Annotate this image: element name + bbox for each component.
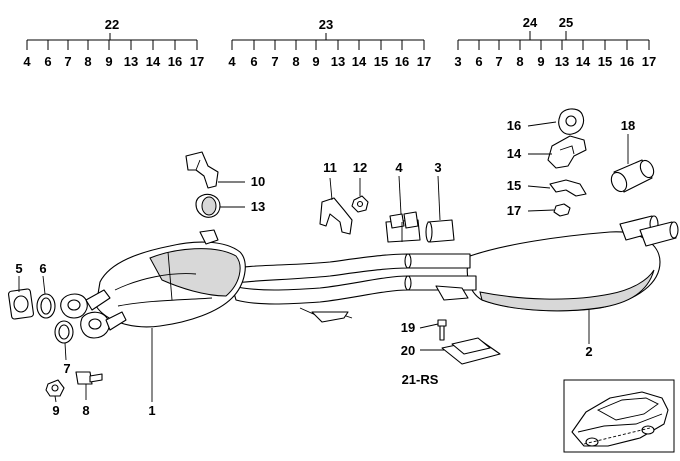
group-24-child-label: 16: [620, 54, 634, 69]
vehicle-location-inset: [563, 379, 675, 453]
group-22-child-label: 17: [190, 54, 204, 69]
group-23-parent-label: 23: [319, 17, 333, 32]
group-22-parent-label: 22: [105, 17, 119, 32]
callout-labels: 1 2 3 4 5 6 7 8 9 10 11 12 13 14 15 16 1…: [15, 118, 635, 418]
rubber-hanger-part-16: [558, 108, 585, 135]
bracket-part-15: [549, 179, 587, 197]
callout-9: 9: [52, 403, 59, 418]
group-25-parent-label: 25: [559, 15, 573, 30]
heat-shield-part-20: [441, 337, 501, 365]
sealing-ring-part-6: [36, 293, 56, 319]
gasket-flange-part-5: [7, 288, 35, 320]
group-23-child-label: 13: [331, 54, 345, 69]
nut-part-12: [351, 195, 369, 213]
group-23-child-label: 7: [271, 54, 278, 69]
group-24-child-label: 15: [598, 54, 612, 69]
rear-silencer: [404, 215, 679, 312]
callout-15: 15: [507, 178, 521, 193]
group-22-child-label: 9: [105, 54, 112, 69]
callout-7: 7: [63, 361, 70, 376]
group-24-child-label: 7: [495, 54, 502, 69]
callout-2: 2: [585, 344, 592, 359]
nut-part-9: [45, 379, 65, 397]
bracket-part-10: [185, 151, 219, 189]
bracket-part-11: [319, 197, 353, 235]
group-23-child-label: 4: [228, 54, 236, 69]
leader-lines: [18, 121, 629, 403]
group-23-child-label: 8: [292, 54, 299, 69]
group-22-bracket: 22 4 6 7 8 9 13 14 16 17: [23, 17, 204, 69]
tailpipe-trim-part-18: [610, 159, 655, 193]
group-24-child-label: 13: [555, 54, 569, 69]
group-24-25-bracket: 24 25 3 6 7 8 9 13 14 15 16 17: [454, 15, 656, 69]
callout-6: 6: [39, 261, 46, 276]
callout-5: 5: [15, 261, 22, 276]
group-23-child-label: 15: [374, 54, 388, 69]
rubber-mount-part-13: [195, 193, 221, 218]
sleeve-part-3: [425, 219, 455, 243]
callout-21-rs: 21-RS: [402, 372, 439, 387]
callout-16: 16: [507, 118, 521, 133]
group-23-child-label: 14: [352, 54, 367, 69]
group-22-child-label: 6: [44, 54, 51, 69]
callout-19: 19: [401, 320, 415, 335]
group-23-child-label: 6: [250, 54, 257, 69]
group-24-parent-label: 24: [523, 15, 538, 30]
group-24-child-label: 8: [516, 54, 523, 69]
bolt-part-8: [75, 371, 103, 385]
group-23-child-label: 17: [417, 54, 431, 69]
callout-13: 13: [251, 199, 265, 214]
bolt-part-19: [437, 319, 447, 341]
group-22-child-label: 14: [146, 54, 161, 69]
group-24-child-label: 9: [537, 54, 544, 69]
group-24-child-label: 17: [642, 54, 656, 69]
group-23-bracket: 23 4 6 7 8 9 13 14 15 16 17: [228, 17, 431, 69]
callout-14: 14: [507, 146, 522, 161]
group-22-child-label: 8: [84, 54, 91, 69]
callout-20: 20: [401, 343, 415, 358]
group-22-child-label: 16: [168, 54, 182, 69]
callout-12: 12: [353, 160, 367, 175]
group-22-child-label: 7: [64, 54, 71, 69]
group-23-child-label: 9: [312, 54, 319, 69]
callout-10: 10: [251, 174, 265, 189]
group-22-child-label: 13: [124, 54, 138, 69]
callout-18: 18: [621, 118, 635, 133]
clamp-part-4: [385, 211, 421, 243]
bracket-part-14: [547, 135, 587, 169]
sealing-ring-part-7: [54, 320, 74, 344]
callout-4: 4: [395, 160, 403, 175]
nut-part-17: [553, 203, 571, 217]
callout-3: 3: [434, 160, 441, 175]
callout-8: 8: [82, 403, 89, 418]
callout-1: 1: [148, 403, 155, 418]
group-23-child-label: 16: [395, 54, 409, 69]
group-24-child-label: 14: [576, 54, 591, 69]
callout-11: 11: [323, 160, 337, 175]
group-22-child-label: 4: [23, 54, 31, 69]
group-24-child-label: 6: [475, 54, 482, 69]
callout-17: 17: [507, 203, 521, 218]
group-24-child-label: 3: [454, 54, 461, 69]
front-exhaust-pipe-assembly: [60, 229, 409, 339]
